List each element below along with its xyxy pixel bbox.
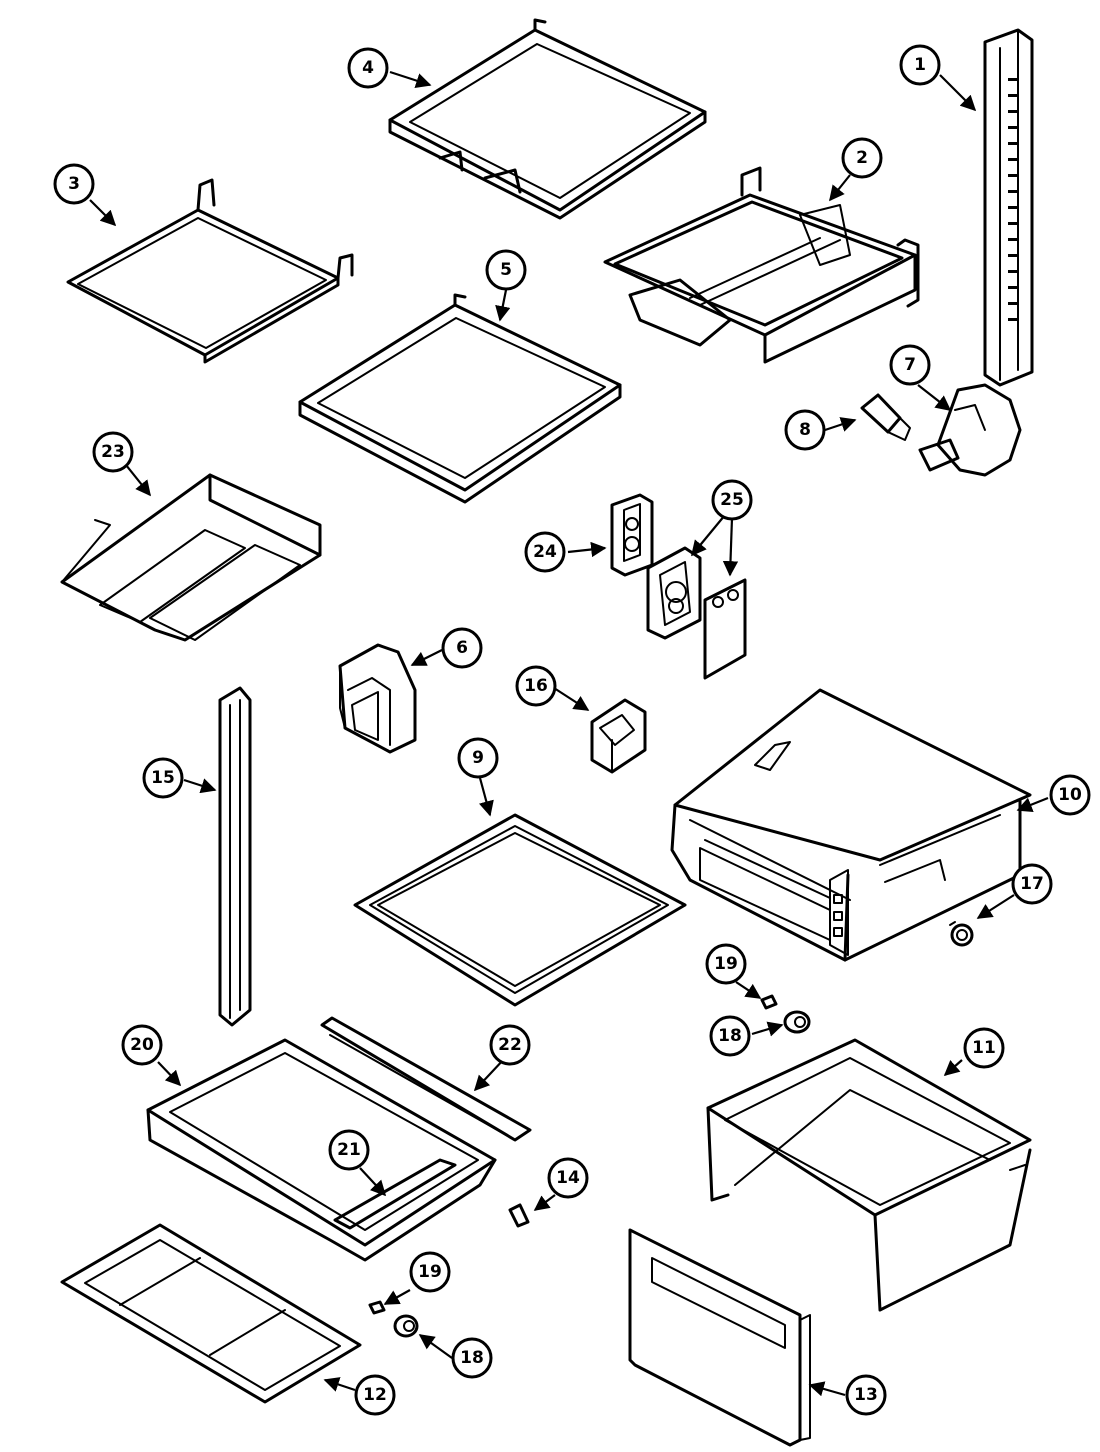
svg-text:19: 19 [418,1262,442,1282]
part-16-switch [590,698,647,774]
svg-text:17: 17 [1020,874,1044,894]
callout-19-upper: 19 [705,943,747,985]
callout-2: 2 [841,137,883,179]
part-4-glass-shelf [388,18,707,220]
svg-text:21: 21 [337,1140,361,1160]
part-23-tray-holder [60,473,322,642]
svg-text:18: 18 [460,1348,484,1368]
part-17-knob [949,921,974,947]
part-24-cover [610,493,654,577]
callout-1: 1 [899,44,941,86]
svg-text:12: 12 [363,1385,387,1405]
svg-text:7: 7 [904,355,916,375]
callout-21: 21 [328,1129,370,1171]
callout-19-lower: 19 [409,1251,451,1293]
svg-text:13: 13 [854,1385,878,1405]
callout-14: 14 [547,1157,589,1199]
svg-text:4: 4 [362,58,374,78]
callout-16: 16 [515,665,557,707]
svg-text:22: 22 [498,1035,522,1055]
callout-11: 11 [963,1027,1005,1069]
callout-7: 7 [889,344,931,386]
svg-text:11: 11 [972,1038,996,1058]
part-14-screw [508,1203,530,1228]
part-18-roller-upper [783,1010,811,1034]
svg-text:6: 6 [456,638,468,658]
leader-lines [89,70,1049,1397]
svg-text:1: 1 [914,55,926,75]
callout-25: 25 [711,479,753,521]
part-6-light-housing [338,643,417,754]
svg-text:8: 8 [799,420,811,440]
callout-9: 9 [457,737,499,779]
callout-3: 3 [53,163,95,205]
callout-4: 4 [347,47,389,89]
part-11-crisper-drawer [706,1038,1032,1312]
svg-text:5: 5 [500,260,512,280]
part-25-gasket-kit [646,546,747,680]
svg-text:24: 24 [533,542,557,562]
part-1-shelf-rail [983,28,1034,387]
callout-20: 20 [121,1024,163,1066]
svg-text:3: 3 [68,174,80,194]
svg-text:25: 25 [720,490,744,510]
part-8-bulb [860,393,911,441]
svg-text:19: 19 [714,954,738,974]
part-5-glass-shelf-frame [298,293,622,504]
callout-24: 24 [524,531,566,573]
part-18-roller-lower [393,1314,419,1338]
part-19-screw-upper [760,994,778,1010]
part-12-glass-panel [60,1223,362,1404]
part-21-trim [333,1158,457,1230]
part-19-screw-lower [368,1300,386,1315]
part-2-shelf-assembly [603,166,920,364]
callout-22: 22 [489,1024,531,1066]
callout-18-lower: 18 [451,1337,493,1379]
svg-text:9: 9 [472,748,484,768]
callout-5: 5 [485,249,527,291]
part-22-slide-rail [320,1016,532,1142]
svg-text:10: 10 [1058,785,1082,805]
svg-text:14: 14 [556,1168,580,1188]
callout-8: 8 [784,409,826,451]
callout-17: 17 [1011,863,1053,905]
svg-text:23: 23 [101,442,125,462]
callout-15: 15 [142,757,184,799]
callout-10: 10 [1049,774,1091,816]
callout-18-upper: 18 [709,1015,751,1057]
callout-12: 12 [354,1374,396,1416]
svg-text:18: 18 [718,1026,742,1046]
svg-text:20: 20 [130,1035,154,1055]
callout-6: 6 [441,627,483,669]
part-10-drawer-assembly [670,688,1032,962]
callout-13: 13 [845,1374,887,1416]
part-9-glass-panel [353,813,687,1007]
svg-text:15: 15 [151,768,175,788]
part-3-wire-shelf [66,178,354,364]
svg-text:2: 2 [856,148,868,168]
part-13-drawer-front [628,1228,811,1447]
callout-23: 23 [92,431,134,473]
svg-text:16: 16 [524,676,548,696]
part-20-cover-frame [146,1038,497,1262]
part-7-socket [918,383,1022,477]
part-15-rail [218,686,252,1027]
